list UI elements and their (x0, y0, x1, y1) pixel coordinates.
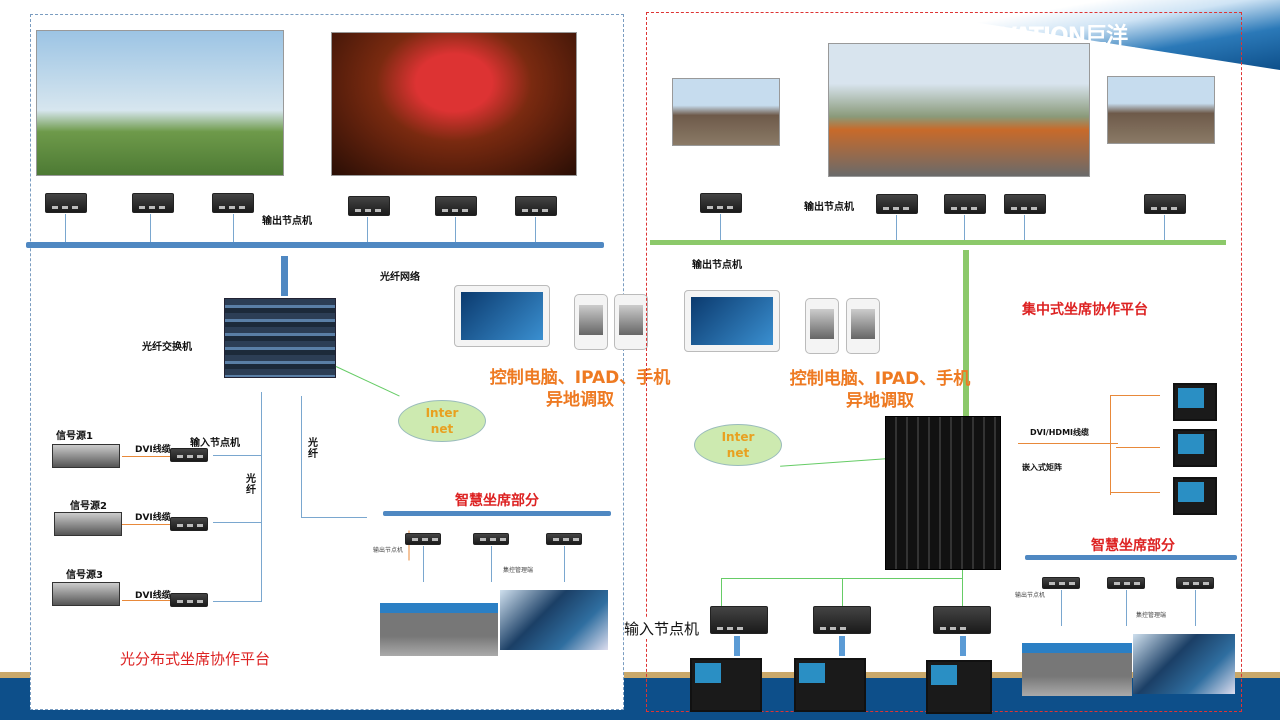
cable-label: DVI/HDMI线缆 (1030, 428, 1090, 437)
footer-accent (0, 672, 1280, 678)
input-node-device (813, 606, 871, 634)
output-node-device (132, 193, 174, 213)
input-node-device (710, 606, 768, 634)
fiber-bus (26, 242, 604, 248)
phone-icon (846, 298, 880, 354)
server-icon (52, 444, 120, 468)
output-node-device (1176, 577, 1214, 589)
source-label: 信号源1 (56, 431, 93, 442)
pc-icon (926, 660, 992, 714)
source-label: 信号源3 (66, 570, 103, 581)
fiber-switch (224, 298, 336, 378)
small-label: 集控管理端 (1136, 612, 1167, 619)
switch-label: 光纤交换机 (142, 342, 192, 353)
output-node-device (876, 194, 918, 214)
tablet-icon (454, 285, 550, 347)
cable-label: DVI线缆 (135, 591, 171, 601)
photo-mountain (672, 78, 780, 146)
photo-substation (828, 43, 1090, 177)
output-node-device (435, 196, 477, 216)
control-text: 控制电脑、IPAD、手机异地调取 (789, 369, 971, 411)
output-node-device (405, 533, 441, 545)
output-node-device (944, 194, 986, 214)
output-node-device (348, 196, 390, 216)
platform-title-right: 集中式坐席协作平台 (1022, 302, 1148, 318)
cable-label: DVI线缆 (135, 445, 171, 455)
output-node-device (1144, 194, 1186, 214)
source-label: 信号源2 (70, 501, 107, 512)
console-desk-image (1022, 630, 1132, 696)
server-icon (52, 582, 120, 606)
output-node-device (1107, 577, 1145, 589)
output-node-label: 输出节点机 (804, 202, 854, 213)
small-label: 输出节点机 (373, 547, 404, 554)
input-node-label: 输入节点机 (190, 438, 240, 449)
fiber-label: 光纤 (308, 438, 318, 460)
output-node-device (473, 533, 509, 545)
input-node-device (933, 606, 991, 634)
input-node-device (170, 593, 208, 607)
seat-bus (1025, 555, 1237, 560)
output-node-label: 输出节点机 (692, 260, 742, 271)
platform-title-left: 光分布式坐席协作平台 (120, 650, 271, 668)
embedded-matrix (885, 416, 1001, 570)
output-node-device (1004, 194, 1046, 214)
logo-slogan: 展现梦想 (1086, 46, 1138, 59)
fiber-network-label: 光纤网络 (380, 272, 420, 283)
tablet-icon (684, 290, 780, 352)
input-node-device (170, 448, 208, 462)
output-node-device (700, 193, 742, 213)
pc-icon (1173, 429, 1217, 467)
output-node-label: 输出节点机 (262, 216, 312, 227)
output-node-device (45, 193, 87, 213)
pc-icon (794, 658, 866, 712)
output-node-device (546, 533, 582, 545)
cable-label: DVI线缆 (135, 513, 171, 523)
pc-icon (1173, 383, 1217, 421)
fiber-label: 光纤 (246, 474, 256, 496)
seat-bus (383, 511, 611, 516)
matrix-label: 嵌入式矩阵 (1022, 463, 1062, 472)
photo-power-tower (36, 30, 284, 176)
control-text: 控制电脑、IPAD、手机异地调取 (489, 368, 671, 410)
server-icon (54, 512, 122, 536)
photo-conference (331, 32, 577, 176)
small-label: 集控管理端 (503, 567, 534, 574)
smart-seat-title: 智慧坐席部分 (455, 493, 539, 509)
green-bus (650, 240, 1226, 245)
pc-icon (1173, 477, 1217, 515)
control-room-image (1133, 634, 1235, 694)
pc-icon (690, 658, 762, 712)
output-node-device (515, 196, 557, 216)
photo-mountain (1107, 76, 1215, 144)
output-node-device (212, 193, 254, 213)
control-room-image (500, 590, 608, 650)
smart-seat-title: 智慧坐席部分 (1091, 538, 1175, 554)
console-desk-image (380, 590, 498, 656)
input-node-device (170, 517, 208, 531)
phone-icon (805, 298, 839, 354)
small-label: 输出节点机 (1015, 592, 1046, 599)
phone-icon (614, 294, 648, 350)
input-node-label: 输入节点机 (624, 618, 700, 639)
phone-icon (574, 294, 608, 350)
output-node-device (1042, 577, 1080, 589)
